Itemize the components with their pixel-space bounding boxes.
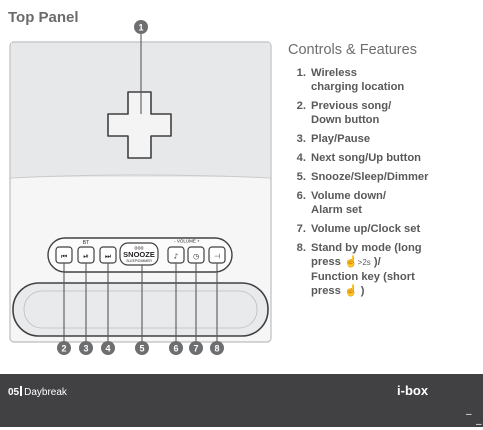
next-icon: ⏭: [105, 253, 112, 261]
page-number: 05: [8, 387, 20, 398]
callout-5-label: 5: [139, 344, 144, 354]
footer-bar: 05 Daybreak i-box – –: [0, 374, 483, 430]
function-icon: ⊣: [214, 253, 220, 261]
play-pause-icon: ⏯: [83, 253, 89, 261]
feature-text: Play/Pause: [311, 133, 371, 145]
callout-1: [134, 20, 148, 34]
callout-3: [79, 341, 93, 355]
feature-text: Volume up/Clock set: [311, 223, 421, 235]
snooze-button[interactable]: [119, 242, 159, 266]
callout-8: [210, 341, 224, 355]
section-title: Top Panel: [8, 9, 79, 26]
callout-6: [169, 341, 183, 355]
footer-page-info: 05 Daybreak: [8, 386, 67, 398]
function-text-2: press: [311, 285, 341, 297]
feature-item: 5. Snooze/Sleep/Dimmer: [288, 170, 480, 184]
callout-2: [57, 341, 71, 355]
snooze-sub-label: SLEEP/DIMMER: [126, 259, 152, 263]
footer-separator: [20, 386, 23, 396]
standby-text-3: )/: [373, 256, 381, 268]
feature-item: 6. Volume down/ Alarm set: [288, 189, 480, 217]
feature-number: 3.: [296, 133, 306, 145]
feature-number: 2.: [296, 100, 306, 112]
alarm-bell-icon: ♪: [174, 253, 178, 261]
callout-6-label: 6: [173, 344, 178, 354]
feature-text: Volume down/ Alarm set: [311, 190, 386, 216]
controls-section: Controls & Features 1. Wireless charging …: [288, 42, 480, 303]
feature-number: 1.: [296, 67, 306, 79]
standby-text-1: Stand by mode (long: [311, 242, 422, 254]
feature-number: 5.: [296, 171, 306, 183]
feature-number: 8.: [296, 242, 306, 254]
press-duration: >2s: [357, 258, 371, 267]
device-ridge: [9, 174, 272, 179]
feature-item: 2. Previous song/ Down button: [288, 99, 480, 127]
feature-number: 6.: [296, 190, 306, 202]
callout-7-label: 7: [193, 344, 198, 354]
feature-text: Snooze/Sleep/Dimmer: [311, 171, 429, 183]
callout-3-label: 3: [83, 344, 88, 354]
snooze-dots-icon: ooo: [134, 246, 143, 252]
long-press-hand-icon: ☝: [343, 256, 358, 268]
feature-text: Next song/Up button: [311, 152, 421, 164]
callout-4: [101, 341, 115, 355]
corner-mark: –: [476, 419, 482, 430]
short-press-hand-icon: ☝: [343, 285, 358, 297]
feature-text: Previous song/ Down button: [311, 100, 392, 126]
feature-item: 3. Play/Pause: [288, 132, 480, 146]
feature-item: 7. Volume up/Clock set: [288, 222, 480, 236]
feature-number: 4.: [296, 152, 306, 164]
snooze-label: SNOOZE: [123, 250, 155, 259]
features-list: 1. Wireless charging location 2. Previous …: [288, 66, 480, 298]
callout-8-label: 8: [214, 344, 219, 354]
feature-number: 7.: [296, 223, 306, 235]
bt-label: BT: [83, 240, 89, 246]
top-panel-diagram: 1 ⏮ BT ⏯ ⏭ ooo SNOOZE SLEEP/DIMMER - VOL…: [9, 20, 272, 355]
document-name: Daybreak: [24, 387, 67, 398]
feature-item: 1. Wireless charging location: [288, 66, 480, 94]
clock-icon: ◷: [193, 253, 200, 261]
function-text-3: ): [360, 285, 365, 297]
brand-logo: i-box: [397, 383, 429, 398]
controls-title: Controls & Features: [288, 42, 417, 58]
speaker-grill: [12, 282, 269, 337]
callout-7: [189, 341, 203, 355]
previous-icon: ⏮: [61, 253, 67, 261]
feature-item: 4. Next song/Up button: [288, 151, 480, 165]
callout-5: [135, 341, 149, 355]
standby-text-2: press: [311, 256, 341, 268]
corner-mark: –: [466, 409, 472, 420]
volume-label: - VOLUME +: [174, 239, 200, 244]
feature-text: Wireless charging location: [311, 67, 405, 93]
callout-2-label: 2: [61, 344, 66, 354]
wireless-charging-cross-icon: [107, 91, 172, 159]
callout-4-label: 4: [105, 344, 110, 354]
function-text-1: Function key (short: [311, 271, 415, 283]
callout-1-label: 1: [138, 23, 143, 33]
